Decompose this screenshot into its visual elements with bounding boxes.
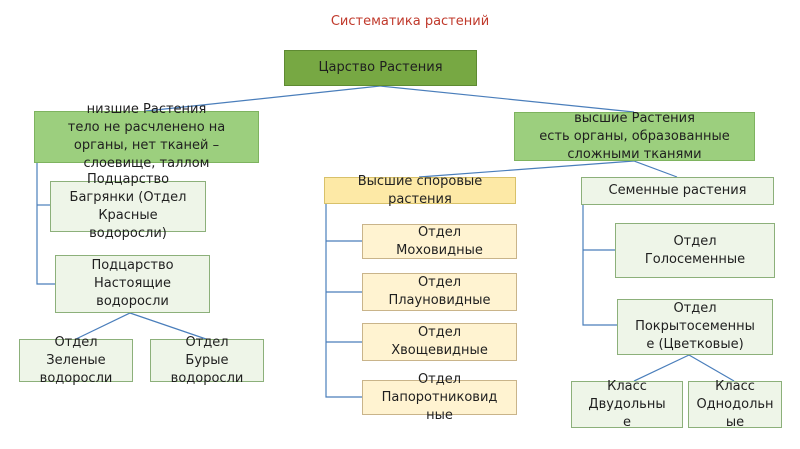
connector-angio-monocots	[688, 354, 735, 382]
ferns-box: Отдел Папоротниковид ные	[362, 372, 517, 423]
monocots-box: Класс Однодольн ые	[688, 379, 782, 430]
connector-true-brown	[129, 312, 207, 340]
connector-true-green	[75, 312, 131, 340]
mosses-box: Отдел Моховидные	[362, 224, 517, 259]
seed-plants-box: Семенные растения	[581, 177, 774, 205]
connector-kingdom-higher	[379, 85, 635, 113]
lower-plants-box: низшие Растения тело не расчленено на ор…	[34, 102, 259, 171]
kingdom-box: Царство Растения	[284, 50, 477, 86]
angiosperms-box: Отдел Покрытосеменны е (Цветковые)	[617, 299, 773, 355]
horsetails-box: Отдел Хвощевидные	[362, 323, 517, 361]
connector-angio-dicots	[633, 354, 690, 382]
connector-higher-spore	[418, 160, 635, 178]
clubmosses-box: Отдел Плауновидные	[362, 273, 517, 311]
dicots-box: Класс Двудольны е	[571, 379, 683, 430]
brown-algae-box: Отдел Бурые водоросли	[150, 335, 264, 386]
diagram-title: Систематика растений	[330, 14, 490, 29]
green-algae-box: Отдел Зеленые водоросли	[19, 335, 133, 386]
red-algae-box: Подцарство Багрянки (Отдел Красные водор…	[50, 172, 206, 241]
connector-lower-subkingdoms	[36, 137, 55, 285]
spore-plants-box: Высшие споровые растения	[324, 174, 516, 207]
connector-spore-tree	[325, 204, 362, 398]
true-algae-box: Подцарство Настоящие водоросли	[55, 255, 210, 313]
connector-higher-seed	[633, 160, 678, 178]
connector-kingdom-lower	[145, 85, 381, 112]
higher-plants-box: высшие Растения есть органы, образованны…	[514, 111, 755, 162]
gymnosperms-box: Отдел Голосеменные	[615, 223, 775, 278]
connector-seed-tree	[582, 205, 617, 326]
